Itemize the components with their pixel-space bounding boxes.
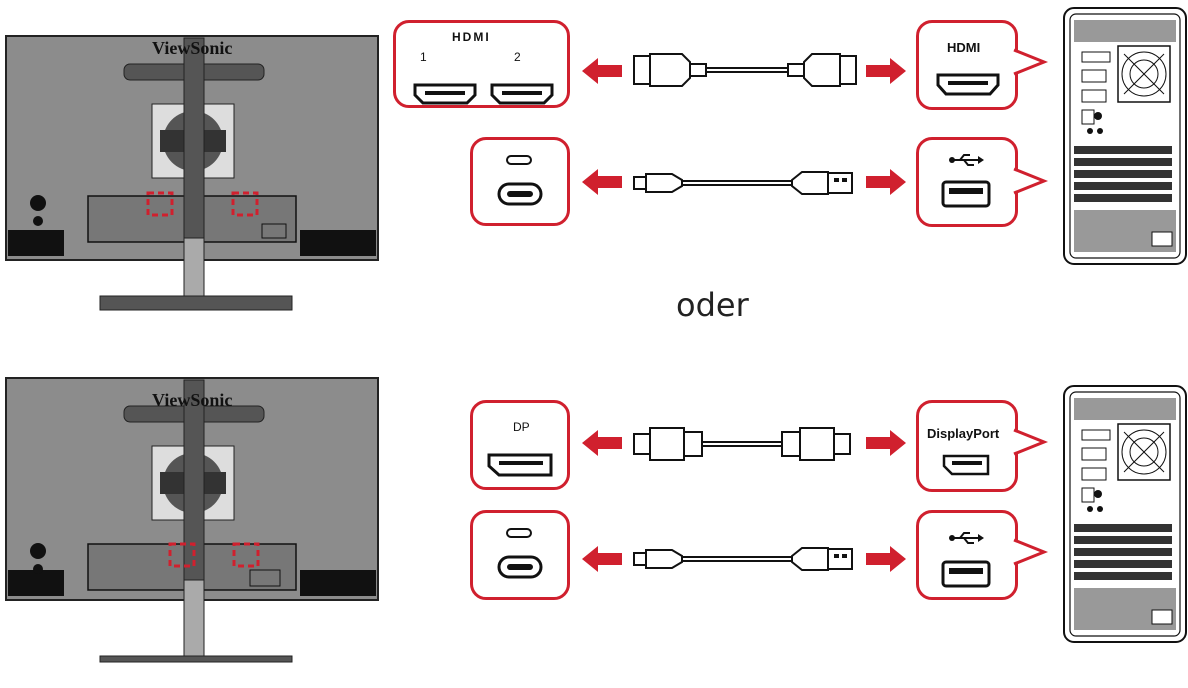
hdmi-port-1-label: 1 xyxy=(420,50,427,64)
bubble-pointer-icon xyxy=(1013,538,1049,566)
usb-cable-icon xyxy=(633,547,853,571)
displayport-cable-icon xyxy=(633,427,851,461)
usb-symbol-icon xyxy=(949,154,984,166)
bubble-pointer-icon xyxy=(1013,48,1049,76)
pc-tower-icon xyxy=(1063,7,1187,265)
arrow-left-icon xyxy=(582,546,622,572)
bubble-pointer-icon xyxy=(1013,428,1049,456)
dp-port-label: DP xyxy=(513,420,530,434)
hdmi-cable-icon xyxy=(633,53,857,87)
pc-displayport-label: DisplayPort xyxy=(927,426,1000,441)
usb-c-port-icon xyxy=(497,528,543,579)
usb-a-port-icon xyxy=(941,180,991,208)
monitor-back-icon xyxy=(5,377,379,663)
monitor-dp-port-bubble xyxy=(470,400,570,490)
pc-displayport-bubble xyxy=(916,400,1018,492)
monitor-brand: ViewSonic xyxy=(152,38,233,58)
hdmi-port-2-label: 2 xyxy=(514,50,521,64)
displayport-connector-icon xyxy=(487,453,553,477)
arrow-right-icon xyxy=(866,430,906,456)
pc-hdmi-label: HDMI xyxy=(947,40,981,55)
hdmi-connection-diagram: ViewSonic HDMI 1 2 HDMI xyxy=(0,0,1188,330)
monitor-usb-c-bubble xyxy=(470,510,570,600)
arrow-right-icon xyxy=(866,169,906,195)
hdmi-port-2-icon xyxy=(490,83,554,105)
usb-symbol-icon xyxy=(949,532,984,544)
displayport-connection-diagram: ViewSonic DP DisplayPort xyxy=(0,358,1188,688)
bubble-pointer-icon xyxy=(1013,167,1049,195)
monitor-usb-c-bubble xyxy=(470,137,570,226)
separator-text: oder xyxy=(676,286,749,324)
arrow-right-icon xyxy=(866,58,906,84)
arrow-left-icon xyxy=(582,58,622,84)
monitor-brand: ViewSonic xyxy=(152,390,233,410)
usb-c-port-icon xyxy=(497,155,543,206)
usb-cable-icon xyxy=(633,171,853,195)
hdmi-connector-icon xyxy=(936,73,1000,96)
hdmi-logo: HDMI xyxy=(452,30,491,44)
displayport-connector-icon xyxy=(942,454,990,476)
usb-a-port-icon xyxy=(941,560,991,588)
arrow-right-icon xyxy=(866,546,906,572)
hdmi-port-1-icon xyxy=(413,83,477,105)
pc-tower-icon xyxy=(1063,385,1187,643)
arrow-left-icon xyxy=(582,430,622,456)
monitor-back-icon xyxy=(5,35,379,311)
arrow-left-icon xyxy=(582,169,622,195)
